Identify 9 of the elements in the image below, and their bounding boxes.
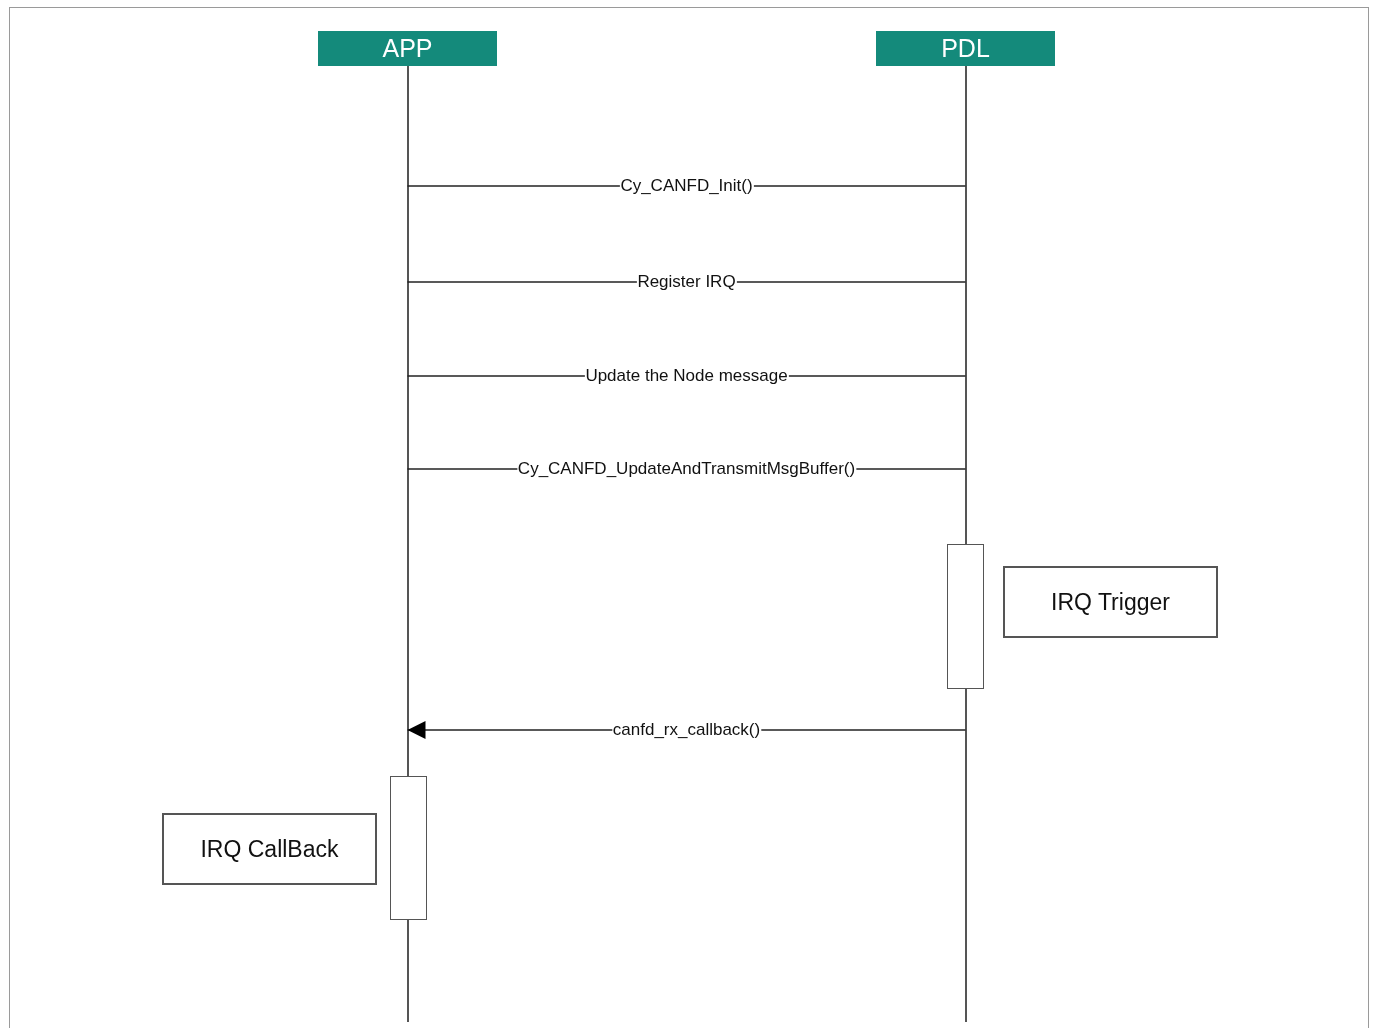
edge-label: Update the Node message	[584, 366, 789, 386]
participant-header: APP	[318, 31, 497, 66]
note-box: IRQ Trigger	[1003, 566, 1218, 638]
edge-label: canfd_rx_callback()	[611, 720, 762, 740]
edge-label: Cy_CANFD_Init()	[619, 176, 754, 196]
edge-label: Cy_CANFD_UpdateAndTransmitMsgBuffer()	[516, 459, 857, 479]
note-box: IRQ CallBack	[162, 813, 377, 885]
participant-header: PDL	[876, 31, 1055, 66]
edge-label: Register IRQ	[636, 272, 737, 292]
